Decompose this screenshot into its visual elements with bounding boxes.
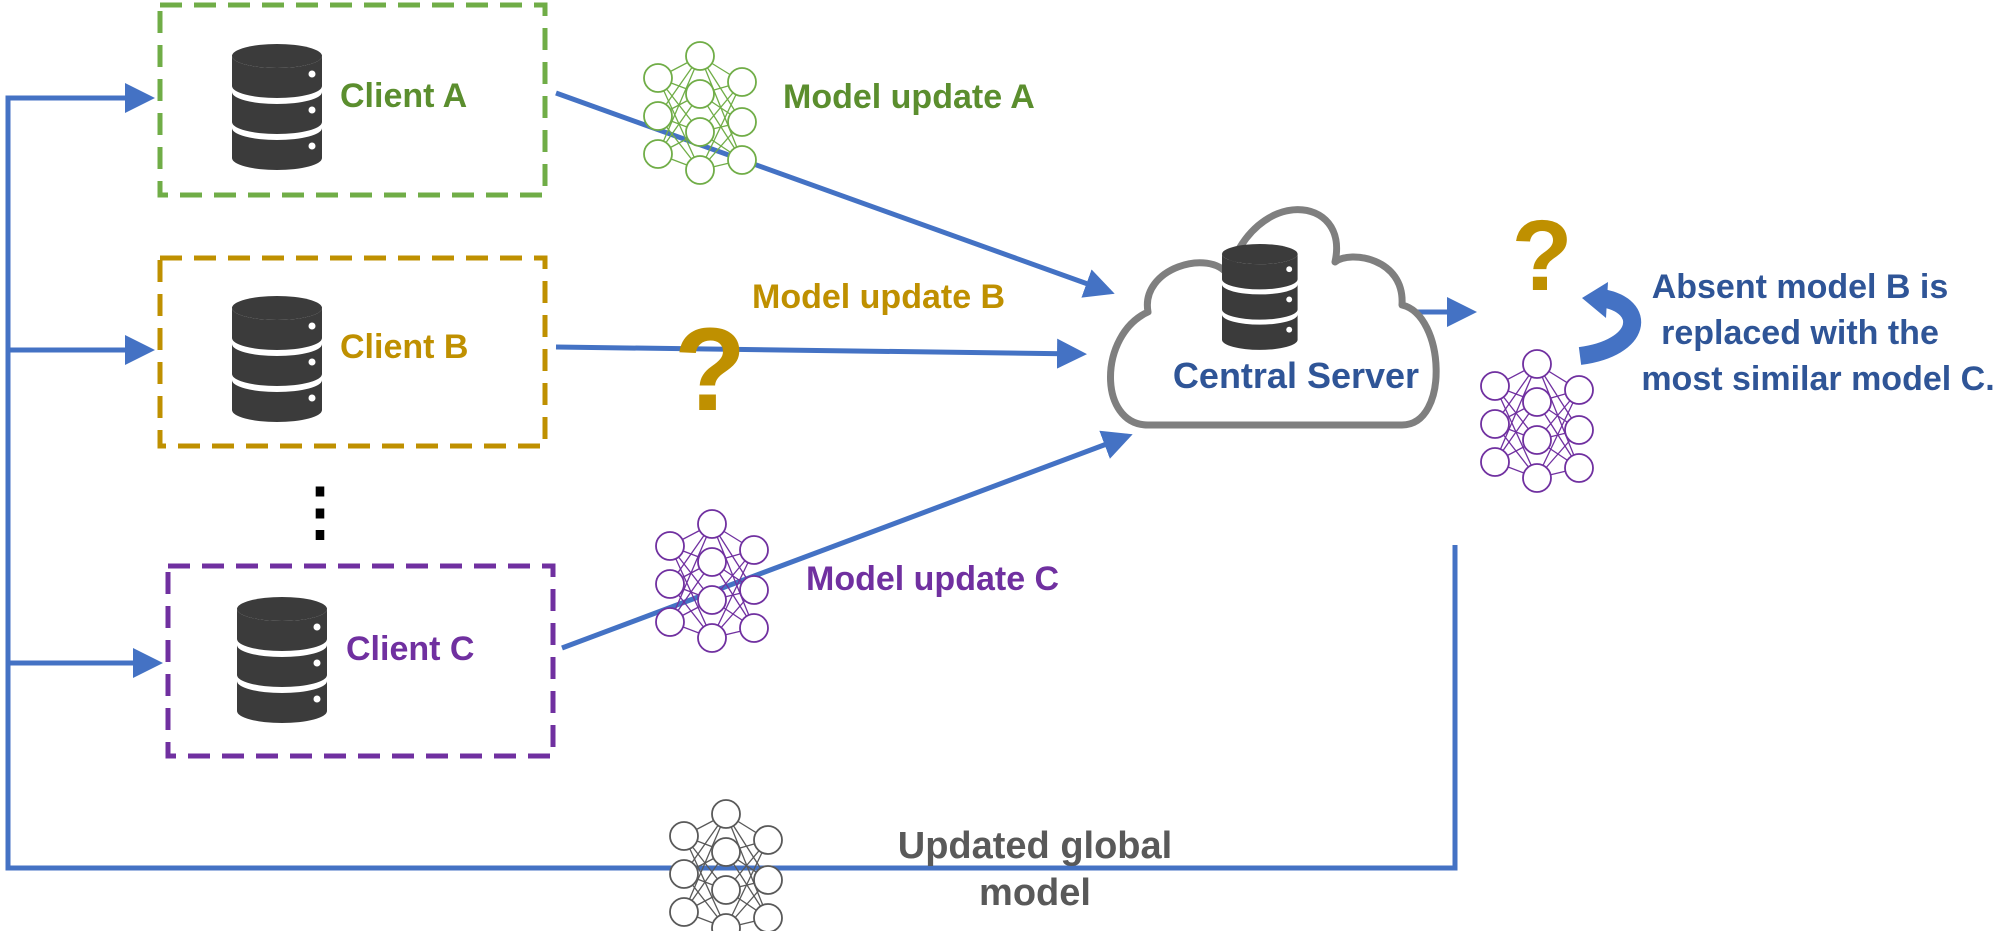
vertical-ellipsis: ⋮ [288, 475, 352, 547]
missing-update-b-icon: ? [674, 304, 746, 436]
curved-arrow-icon [1578, 282, 1642, 365]
neural-network-icon [655, 509, 769, 653]
absent-note-line3: most similar model C. [1641, 360, 1994, 398]
neural-network-icon [643, 41, 757, 185]
database-icon [232, 44, 322, 170]
absent-note-line1: Absent model B is [1652, 268, 1949, 306]
client-c-label: Client C [346, 630, 474, 668]
database-icon [1222, 244, 1298, 350]
arrow-update-a [555, 90, 1115, 298]
database-icon [237, 597, 327, 723]
neural-network-icon [1480, 349, 1594, 493]
model-update-c-label: Model update C [806, 560, 1059, 598]
absent-note-line2: replaced with the [1661, 314, 1939, 352]
global-model-label-line2: model [979, 872, 1091, 914]
model-update-b-label: Model update B [752, 278, 1005, 316]
global-return-line [5, 83, 1458, 871]
client-a-label: Client A [340, 77, 467, 115]
client-c-box [165, 563, 556, 759]
client-a-box [157, 2, 548, 198]
arrow-update-c [561, 430, 1133, 651]
missing-model-icon: ? [1511, 200, 1572, 312]
arrow-update-b [555, 338, 1087, 369]
database-icon [232, 296, 322, 422]
neural-network-icon [669, 799, 783, 931]
client-b-box [157, 255, 548, 449]
model-update-a-label: Model update A [783, 78, 1035, 116]
global-model-label-line1: Updated global [898, 825, 1172, 867]
client-b-label: Client B [340, 328, 468, 366]
distribution-lines [5, 83, 1458, 871]
central-server-label: Central Server [1173, 355, 1419, 396]
